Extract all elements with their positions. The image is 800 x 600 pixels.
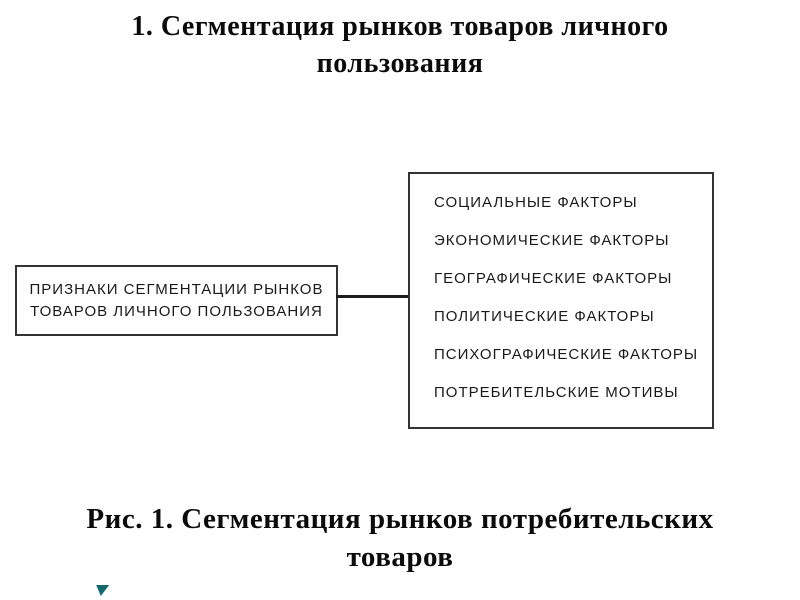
- connector-line: [336, 295, 410, 298]
- criteria-box: ПРИЗНАКИ СЕГМЕНТАЦИИ РЫНКОВ ТОВАРОВ ЛИЧН…: [15, 265, 338, 336]
- factor-item-geographic: ГЕОГРАФИЧЕСКИЕ ФАКТОРЫ: [434, 270, 673, 287]
- figure-caption: Рис. 1. Сегментация рынков потребительск…: [0, 500, 800, 576]
- factor-item-political: ПОЛИТИЧЕСКИЕ ФАКТОРЫ: [434, 308, 655, 325]
- criteria-box-line-1: ПРИЗНАКИ СЕГМЕНТАЦИИ РЫНКОВ: [29, 280, 324, 298]
- factors-box: СОЦИАЛЬНЫЕ ФАКТОРЫ ЭКОНОМИЧЕСКИЕ ФАКТОРЫ…: [408, 172, 714, 429]
- factor-item-social: СОЦИАЛЬНЫЕ ФАКТОРЫ: [434, 194, 638, 211]
- factor-item-psychographic: ПСИХОГРАФИЧЕСКИЕ ФАКТОРЫ: [434, 346, 699, 363]
- page-title-line-2: пользования: [316, 48, 484, 79]
- teal-pointer-mark-icon: [93, 585, 110, 596]
- figure-caption-line-2: товаров: [346, 541, 454, 573]
- criteria-box-line-2: ТОВАРОВ ЛИЧНОГО ПОЛЬЗОВАНИЯ: [30, 302, 323, 320]
- factor-item-consumer-motives: ПОТРЕБИТЕЛЬСКИЕ МОТИВЫ: [434, 384, 679, 401]
- factor-item-economic: ЭКОНОМИЧЕСКИЕ ФАКТОРЫ: [434, 232, 670, 249]
- page-title: 1. Сегментация рынков товаров личного по…: [0, 8, 800, 82]
- page-title-line-1: 1. Сегментация рынков товаров личного: [131, 11, 669, 42]
- figure-caption-line-1: Рис. 1. Сегментация рынков потребительск…: [86, 503, 714, 535]
